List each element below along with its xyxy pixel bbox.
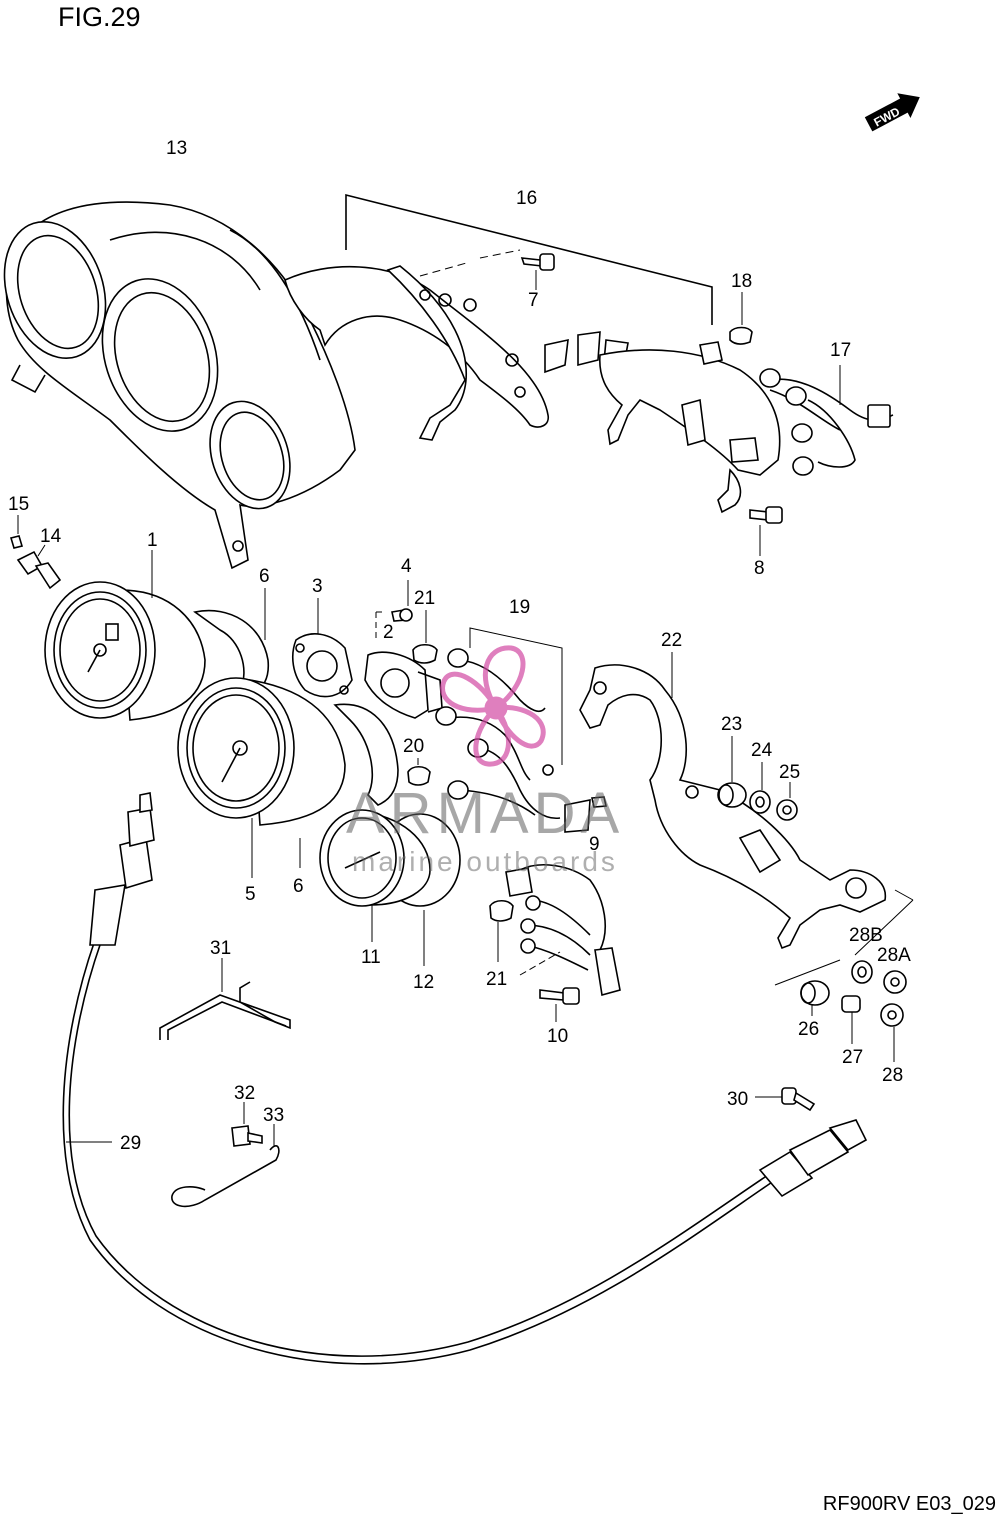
callout-32: 32 xyxy=(234,1083,255,1104)
part-9-socket-harness xyxy=(505,864,621,997)
watermark-tagline: marine outboards xyxy=(352,846,618,877)
callout-19: 19 xyxy=(509,597,530,618)
part-1-meter xyxy=(44,550,206,721)
part-15-bulb xyxy=(9,515,24,549)
callout-3: 3 xyxy=(312,576,323,597)
callout-22: 22 xyxy=(661,630,682,651)
callout-4: 4 xyxy=(401,556,412,577)
part-28B-washer xyxy=(851,960,873,984)
callout-24: 24 xyxy=(751,740,773,761)
callout-2: 2 xyxy=(383,622,394,643)
part-32-bolt xyxy=(231,1102,263,1147)
callout-6-upper: 6 xyxy=(259,566,270,587)
callout-17: 17 xyxy=(830,340,851,361)
part-28-nut xyxy=(880,1003,904,1062)
callout-11: 11 xyxy=(361,947,381,968)
part-27-collar xyxy=(841,995,861,1044)
part-31-cable-clip xyxy=(159,958,291,1040)
callout-6-lower: 6 xyxy=(293,876,304,897)
part-14-socket xyxy=(16,544,62,590)
callout-16: 16 xyxy=(516,188,537,209)
part-33-spring-clip xyxy=(171,1124,280,1208)
callout-28A: 28A xyxy=(877,945,911,966)
part-10-screw xyxy=(539,987,580,1022)
part-16-inner-panel xyxy=(284,193,713,441)
callout-28B: 28B xyxy=(849,925,883,946)
callout-29: 29 xyxy=(120,1133,141,1154)
fwd-arrow-icon: FWD xyxy=(864,93,920,132)
part-5-meter xyxy=(177,677,346,878)
part-23-grommet xyxy=(717,736,747,808)
callout-25: 25 xyxy=(779,762,800,783)
part-13-meter-cover xyxy=(3,201,356,570)
part-2-bracket xyxy=(364,611,443,719)
callout-15: 15 xyxy=(8,494,29,515)
figure-label: FIG.29 xyxy=(58,2,141,32)
callout-20: 20 xyxy=(403,736,424,757)
part-28-set-outline xyxy=(774,889,914,986)
callout-1: 1 xyxy=(147,530,158,551)
part-17-socket-panel xyxy=(544,331,894,514)
part-21-bulb-lower xyxy=(489,899,514,962)
part-30-bolt xyxy=(755,1087,816,1112)
part-25-nut xyxy=(776,782,798,821)
callout-12: 12 xyxy=(413,972,434,993)
callout-21-lower: 21 xyxy=(486,969,507,990)
part-26-grommet xyxy=(800,980,830,1016)
callout-21-upper: 21 xyxy=(414,588,435,609)
part-11-gauge xyxy=(319,809,461,942)
part-29-speedometer-cable xyxy=(62,792,868,1365)
callout-5: 5 xyxy=(245,884,256,905)
part-19-wiring-harness xyxy=(435,627,607,833)
callout-10: 10 xyxy=(547,1026,568,1047)
callout-31: 31 xyxy=(210,938,231,959)
callout-8: 8 xyxy=(754,558,765,579)
callout-9: 9 xyxy=(589,834,600,855)
callout-28: 28 xyxy=(882,1065,903,1086)
callout-23: 23 xyxy=(721,714,742,735)
diagram-code: RF900RV E03_029 xyxy=(822,1493,996,1515)
callout-13: 13 xyxy=(166,138,187,159)
part-4-screw xyxy=(391,580,413,622)
part-21-bulb-upper xyxy=(412,610,438,664)
part-8-screw xyxy=(749,506,783,556)
part-6-cushion-ring-lower xyxy=(299,703,399,868)
callout-27: 27 xyxy=(842,1047,863,1068)
callout-26: 26 xyxy=(798,1019,819,1040)
callout-labels: 13 16 7 18 17 8 15 14 1 6 3 4 21 2 19 22… xyxy=(8,138,911,1154)
callout-7: 7 xyxy=(528,290,539,311)
callout-30: 30 xyxy=(727,1089,748,1110)
callout-33: 33 xyxy=(263,1105,284,1126)
part-18-bulb xyxy=(729,292,753,345)
part-28A-nut xyxy=(883,970,907,994)
part-3-gasket xyxy=(291,598,353,698)
callout-14: 14 xyxy=(40,526,62,547)
part-24-washer xyxy=(749,762,771,814)
part-7-screw xyxy=(419,249,555,290)
watermark-brand: ARMADA xyxy=(346,781,625,846)
callout-18: 18 xyxy=(731,271,752,292)
watermark-propeller-logo xyxy=(440,645,546,767)
part-20-bulb xyxy=(407,758,431,786)
